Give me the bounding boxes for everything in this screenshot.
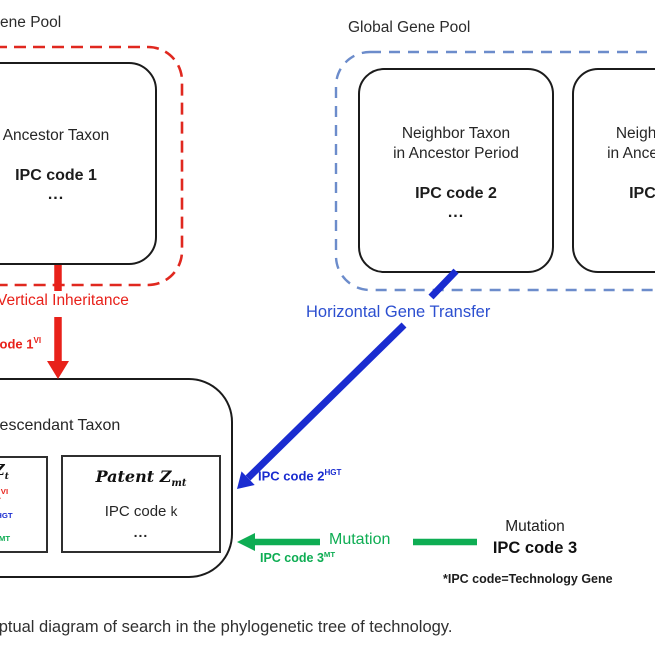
- mutation-gene: IPC code 3MT: [260, 550, 336, 566]
- neighbor-1-ellipsis: ...: [447, 204, 465, 221]
- neighbor-2-title-line2: in Ancestor Period: [607, 145, 655, 162]
- horizontal-gene-transfer-gene: IPC code 2HGT: [258, 468, 342, 484]
- patent-zmt-title: Patent Zmt: [95, 467, 187, 490]
- descendant-taxon-title: Descendant Taxon: [0, 417, 121, 434]
- local-gene-pool-outline: [0, 45, 184, 287]
- patent-zt-box: Patent Zt IPC code 1VI IPC code 2HGT IPC…: [0, 456, 48, 553]
- horizontal-gene-transfer-label: Horizontal Gene Transfer: [306, 303, 491, 321]
- figure-caption: Conceptual diagram of search in the phyl…: [0, 618, 453, 636]
- neighbor-taxon-1-box: Neighbor Taxon in Ancestor Period IPC co…: [358, 68, 554, 273]
- neighbor-2-title-line1: Neighbor Taxon: [615, 125, 655, 142]
- patent-zt-gene-vi: IPC code 1VI: [0, 486, 9, 502]
- vertical-inheritance-gene: IPC code 1VI: [0, 336, 42, 352]
- global-gene-pool-outline: [334, 50, 655, 292]
- patent-zt-gene-mt: IPC code 3MT: [0, 534, 11, 544]
- neighbor-1-title-line2: in Ancestor Period: [393, 145, 519, 162]
- mutation-source: Mutation IPC code 3: [468, 518, 602, 558]
- horizontal-gene-transfer-arrow: [237, 268, 459, 489]
- neighbor-2-gene: IPC code 2: [629, 185, 655, 202]
- vertical-inheritance-arrow: [47, 265, 69, 379]
- ancestor-gene: IPC code 1: [15, 167, 97, 184]
- patent-zt-gene-hgt: IPC code 2HGT: [0, 510, 13, 520]
- patent-zmt-box: Patent Zmt IPC code k ...: [61, 455, 221, 553]
- patent-zt-title: Patent Zt: [0, 462, 9, 482]
- mutation-source-gene: IPC code 3: [492, 539, 578, 557]
- neighbor-taxon-2-box: Neighbor Taxon in Ancestor Period IPC co…: [572, 68, 655, 273]
- ancestor-taxon-title: Ancestor Taxon: [2, 127, 110, 144]
- global-gene-pool-label: Global Gene Pool: [348, 19, 471, 36]
- vertical-inheritance-label: Vertical Inheritance: [0, 292, 129, 309]
- neighbor-1-title-line1: Neighbor Taxon: [401, 125, 511, 142]
- mutation-source-title: Mutation: [505, 518, 565, 535]
- neighbor-1-gene: IPC code 2: [415, 185, 497, 202]
- mutation-arrow-label: Mutation: [329, 531, 391, 548]
- ancestor-ellipsis: ...: [47, 186, 65, 203]
- local-gene-pool-label: Gene Pool: [0, 14, 62, 31]
- footnote: *IPC code=Technology Gene: [443, 572, 613, 586]
- ancestor-taxon-box: Ancestor Taxon IPC code 1 ...: [0, 62, 157, 265]
- patent-zmt-ellipsis: ...: [133, 524, 149, 541]
- patent-zmt-gene: IPC code k: [104, 503, 178, 521]
- mutation-arrow: [237, 533, 477, 551]
